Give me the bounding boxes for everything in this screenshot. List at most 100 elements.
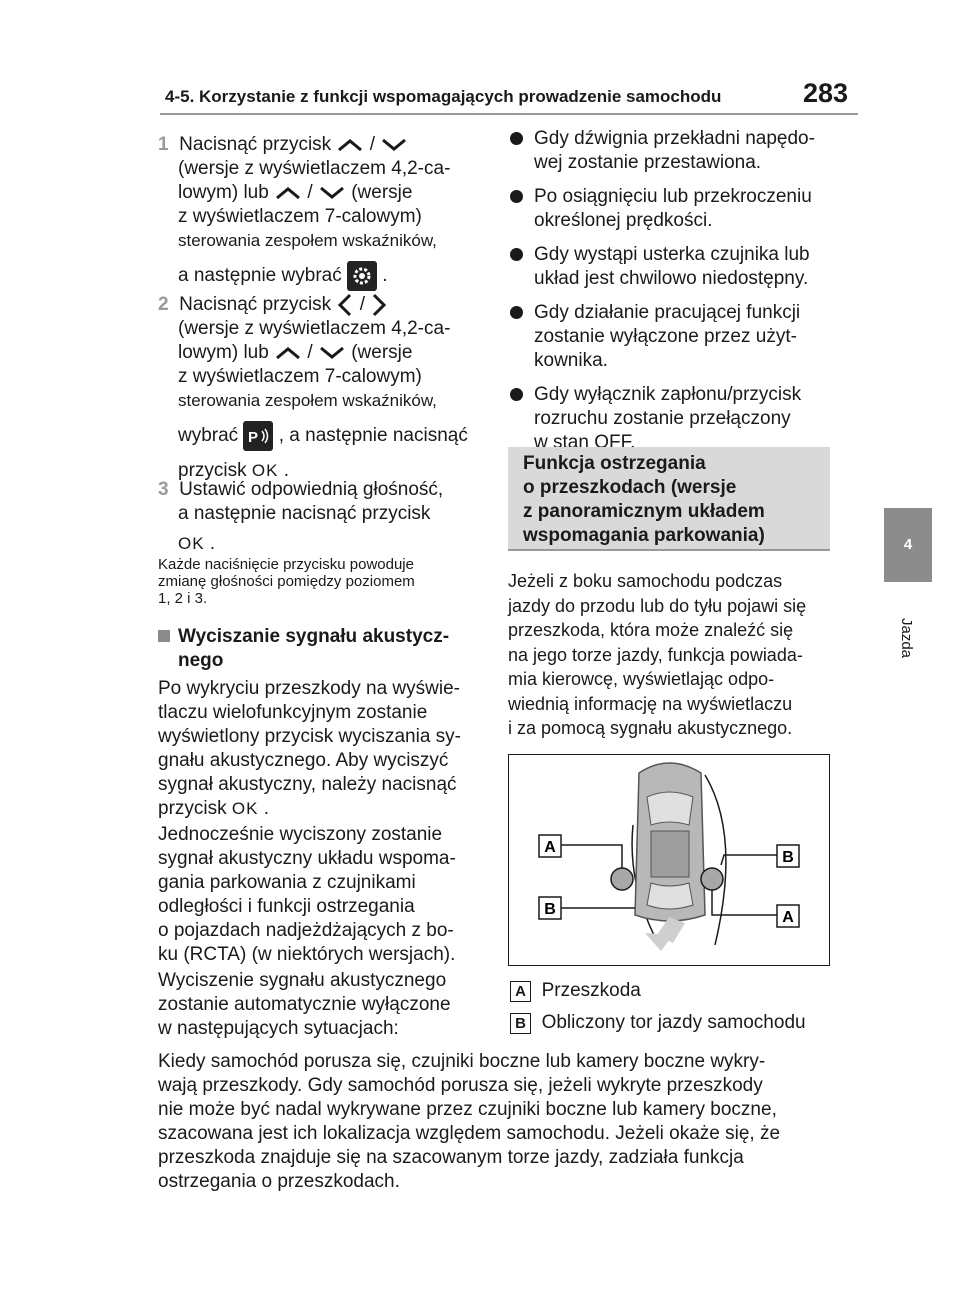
paragraph-mute: Po wykryciu przeszkody na wyświe- tlaczu… [158, 677, 488, 821]
list-item: Gdy działanie pracującej funkcji zostani… [510, 301, 840, 373]
paragraph-line: Jeżeli z boku samochodu podczas [508, 571, 783, 591]
bullet-icon [510, 248, 523, 261]
chevron-down-icon [382, 138, 407, 151]
note-line: 1, 2 i 3. [158, 590, 208, 607]
paragraph-line: zostanie automatycznie wyłączone [158, 994, 451, 1015]
legend-text: Obliczony tor jazdy samochodu [541, 1012, 806, 1033]
paragraph-line: Jednocześnie wyciszony zostanie [158, 824, 443, 845]
chevron-down-icon [319, 186, 344, 199]
note: Każde naciśnięcie przycisku powoduje zmi… [158, 556, 488, 607]
legend-item: B Obliczony tor jazdy samochodu [510, 1011, 840, 1035]
paragraph-line: Po wykryciu przeszkody na wyświe- [158, 678, 460, 699]
section-heading-line: z panoramicznym układem [523, 501, 765, 522]
ok-button-glyph: OK [251, 461, 279, 481]
bullet-icon [510, 388, 523, 401]
step-text: . [209, 533, 216, 554]
paragraph-line: przeszkoda, która może znaleźć się [508, 620, 794, 640]
diagram-graphic: A B B A [538, 762, 800, 951]
list-item-text: Po osiągnięciu lub przekroczeniu [534, 186, 812, 207]
legend-item: A Przeszkoda [510, 979, 840, 1003]
bullet-icon [510, 306, 523, 319]
ok-button-glyph: OK [231, 799, 259, 818]
note-line: Każde naciśnięcie przycisku powoduje [158, 556, 414, 573]
step-text: (wersje z wyświetlaczem 4,2-ca- [178, 158, 451, 179]
paragraph-line: Wyciszenie sygnału akustycznego [158, 970, 447, 991]
section-heading-box: Funkcja ostrzegania o przeszkodach (wers… [508, 447, 830, 551]
section-heading-line: o przeszkodach (wersje [523, 477, 737, 498]
step-text: a następnie wybrać [178, 265, 342, 287]
obstacle-left [610, 867, 634, 891]
paragraph-line: o pojazdach nadjeżdżających z bo- [158, 920, 454, 941]
list-item-text: rozruchu zostanie przełączony [534, 408, 791, 429]
chevron-left-icon [338, 293, 352, 317]
square-bullet-icon [158, 630, 170, 642]
chapter-label: Jazda [898, 618, 915, 659]
subheading-text: nego [178, 650, 224, 671]
step-2: 2 Nacisnąć przycisk / (wersje z wyświetl… [158, 293, 488, 483]
paragraph-line: w następujących sytuacjach: [158, 1018, 399, 1039]
list-item: Gdy wyłącznik zapłonu/przycisk rozruchu … [510, 383, 840, 455]
paragraph-line: na jego torze jazdy, funkcja powiada- [508, 644, 803, 665]
paragraph-line: wają przeszkody. Gdy samochód porusza si… [158, 1075, 763, 1096]
gear-icon [347, 261, 377, 291]
obstacle-diagram: A B B A [508, 754, 830, 966]
paragraph-line: szacowana jest ich lokalizacja względem … [158, 1123, 781, 1144]
step-text: Ustawić odpowiednią głośność, [179, 479, 444, 500]
paragraph-line: i za pomocą sygnału akustycznego. [508, 718, 793, 738]
list-item-text: zostanie wyłączone przez użyt- [534, 326, 797, 347]
legend-tag: A [510, 981, 531, 1002]
chapter-title: 4-5. Korzystanie z funkcji wspomagającyc… [165, 87, 722, 106]
paragraph-line: tlaczu wielofunkcyjnym zostanie [158, 702, 428, 723]
diagram-legend: A Przeszkoda B Obliczony tor jazdy samoc… [510, 979, 840, 1035]
step-1: 1 Nacisnąć przycisk / (wersje z wyświetl… [158, 133, 488, 291]
step-text: przycisk [178, 460, 247, 482]
list-item-text: Gdy dźwignia przekładni napędo- [534, 128, 815, 149]
paragraph-bottom: Kiedy samochód porusza się, czujniki boc… [158, 1050, 848, 1194]
step-text: . [382, 265, 388, 287]
paragraph-line: ostrzegania o przeszkodach. [158, 1171, 400, 1192]
step-3: 3 Ustawić odpowiednią głośność, a następ… [158, 478, 488, 556]
list-item-text: Gdy wyłącznik zapłonu/przycisk [534, 384, 802, 405]
label-b-right: B [782, 849, 794, 866]
paragraph-line: przycisk [158, 798, 227, 819]
paragraph-simultaneous: Jednocześnie wyciszony zostanie sygnał a… [158, 823, 488, 967]
note-line: zmianę głośności pomiędzy poziomem [158, 573, 415, 590]
list-item-text: Gdy działanie pracującej funkcji [534, 302, 801, 323]
path-line-right [704, 774, 727, 946]
car-icon [634, 762, 706, 922]
step-text: Nacisnąć przycisk [179, 134, 332, 155]
bullet-icon [510, 190, 523, 203]
chevron-up-icon [338, 139, 363, 152]
step-number: 3 [158, 479, 169, 500]
paragraph-line: . [263, 798, 270, 819]
step-text: , a następnie nacisnąć [278, 425, 468, 447]
step-text: z wyświetlaczem 7-calowym) [178, 206, 422, 227]
list-item: Gdy dźwignia przekładni napędo- wej zost… [510, 127, 840, 175]
chevron-down-icon [319, 346, 344, 359]
chevron-right-icon [373, 293, 387, 317]
paragraph-line: ku (RCTA) (w niektórych wersjach). [158, 944, 456, 965]
step-text: sterowania zespołem wskaźników, [178, 391, 437, 411]
subheading: Wyciszanie sygnału akustycz- nego [158, 625, 488, 673]
step-text: z wyświetlaczem 7-calowym) [178, 366, 422, 388]
step-number: 2 [158, 294, 169, 316]
bullet-icon [510, 132, 523, 145]
list-item: Gdy wystąpi usterka czujnika lub układ j… [510, 243, 840, 291]
step-text: lowym) lub [178, 342, 269, 364]
step-text: (wersje [351, 182, 413, 203]
bullet-list: Gdy dźwignia przekładni napędo- wej zost… [510, 127, 840, 455]
section-heading-line: wspomagania parkowania) [523, 525, 765, 546]
paragraph-auto-off: Wyciszenie sygnału akustycznego zostanie… [158, 969, 488, 1041]
section-heading-line: Funkcja ostrzegania [523, 453, 706, 474]
paragraph-line: odległości i funkcji ostrzegania [158, 896, 415, 917]
separator: / [369, 134, 376, 155]
paragraph-line: mia kierowcę, wyświetlając odpo- [508, 669, 775, 689]
step-text: (wersje [351, 342, 413, 364]
page-number: 283 [803, 78, 849, 108]
paragraph-line: wiednią informację na wyświetlaczu [508, 693, 793, 714]
step-text: sterowania zespołem wskaźników, [178, 231, 437, 250]
step-text: a następnie nacisnąć przycisk [178, 503, 431, 524]
legend-tag: B [510, 1013, 531, 1034]
list-item: Po osiągnięciu lub przekroczeniu określo… [510, 185, 840, 233]
list-item-text: Gdy wystąpi usterka czujnika lub [534, 244, 810, 265]
